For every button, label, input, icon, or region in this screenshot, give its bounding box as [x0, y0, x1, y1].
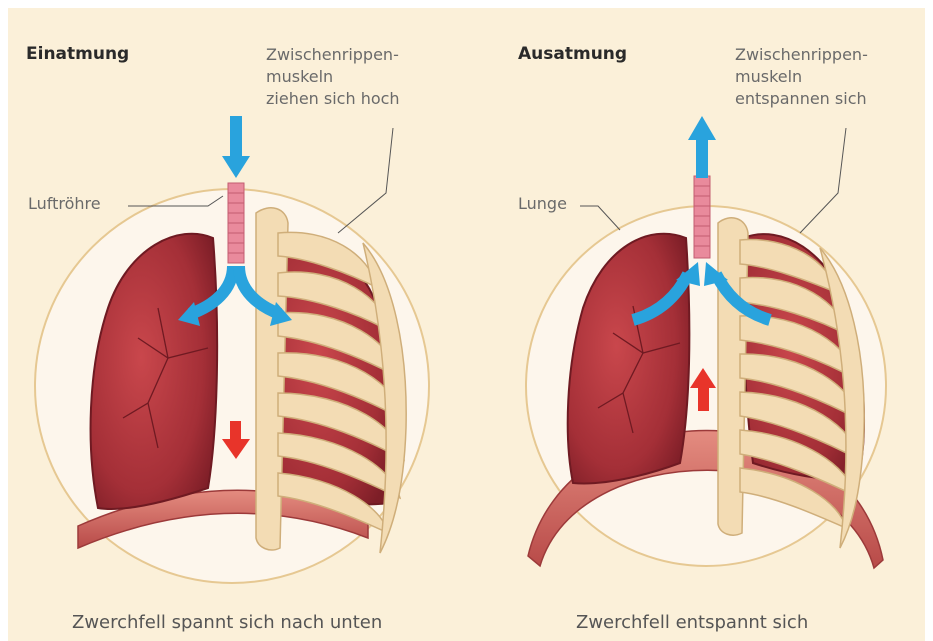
trachea — [228, 183, 244, 263]
exhalation-caption: Zwerchfell entspannt sich — [576, 612, 808, 633]
label-line: ziehen sich hoch — [266, 88, 400, 110]
inhalation-caption: Zwerchfell spannt sich nach unten — [72, 612, 382, 633]
exhalation-title: Ausatmung — [518, 44, 627, 64]
inhalation-title: Einatmung — [26, 44, 129, 64]
label-line: Zwischenrippen- — [266, 44, 400, 66]
inhalation-illustration — [35, 116, 429, 583]
trachea — [694, 176, 710, 258]
diagram-canvas: Einatmung Zwischenrippen- muskeln ziehen… — [8, 8, 925, 641]
intercostal-muscle-label-inhale: Zwischenrippen- muskeln ziehen sich hoch — [266, 44, 400, 110]
intercostal-muscle-label-exhale: Zwischenrippen- muskeln entspannen sich — [735, 44, 868, 110]
exhalation-illustration — [526, 116, 886, 568]
lung-label: Lunge — [518, 193, 567, 215]
label-line: entspannen sich — [735, 88, 868, 110]
label-line: Zwischenrippen- — [735, 44, 868, 66]
label-line: muskeln — [266, 66, 400, 88]
trachea-label: Luftröhre — [28, 193, 101, 215]
label-line: muskeln — [735, 66, 868, 88]
